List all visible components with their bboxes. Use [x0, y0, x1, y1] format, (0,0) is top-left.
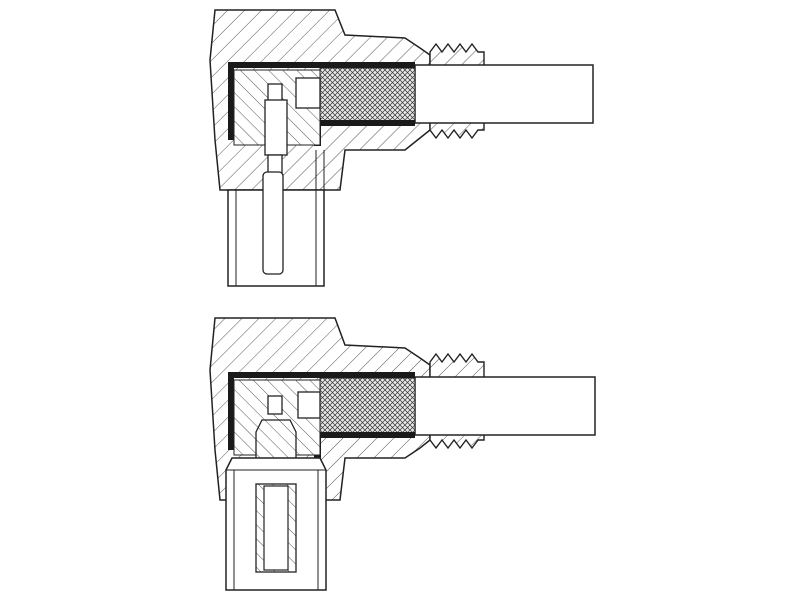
braid-mesh	[319, 67, 416, 124]
insulator-block	[297, 391, 321, 419]
braid-mesh	[319, 377, 416, 435]
socket-head	[267, 395, 283, 415]
connector-view-bottom	[209, 317, 596, 591]
socket-tube-inner	[263, 485, 289, 571]
shield-lower-lip	[318, 120, 415, 126]
pin-neck	[267, 154, 283, 174]
cable	[414, 376, 596, 436]
insulator-block	[295, 77, 321, 109]
cable	[414, 64, 594, 124]
pin-tip	[262, 171, 284, 275]
pin-head	[267, 83, 283, 103]
pin-body	[264, 99, 288, 156]
shield-lower-lip	[318, 432, 415, 438]
connector-view-top	[209, 9, 594, 287]
